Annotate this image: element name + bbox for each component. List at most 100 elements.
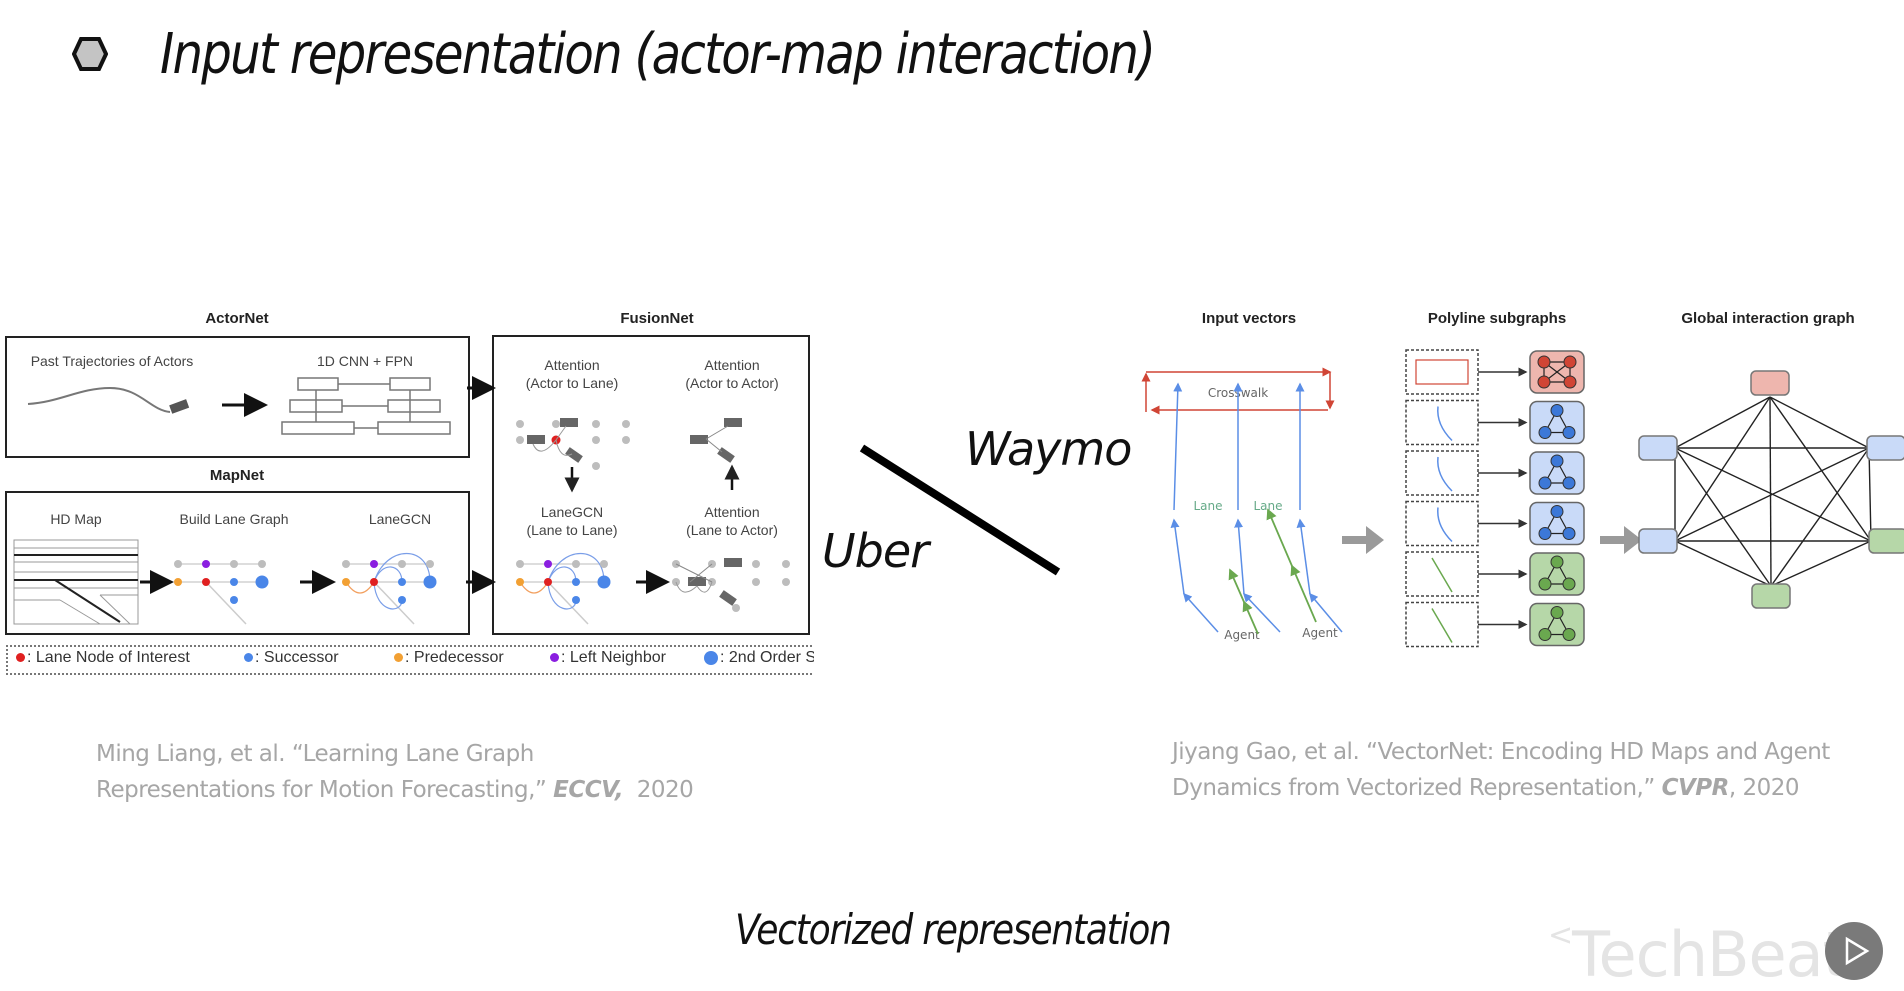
vectornet-graphics: Crosswalk Lane Lane Agent Agent — [1141, 349, 1904, 648]
subgraph-node — [1538, 577, 1552, 591]
graph-edge — [1770, 540, 1872, 587]
lanegcn-legend: : Lane Node of Interest : Successor : Pr… — [6, 645, 814, 675]
global-graph-node — [1751, 583, 1791, 609]
agent-vector — [1266, 508, 1293, 567]
polyline-subgraph-agent — [1405, 551, 1585, 597]
attention-actor-to-actor — [690, 418, 742, 463]
polyline-box — [1405, 349, 1479, 395]
subgraph-node — [1550, 454, 1564, 468]
subgraph-node — [1550, 505, 1564, 518]
legend-item-predecessor: : Predecessor — [394, 649, 504, 667]
agent-vector — [1242, 600, 1259, 635]
lane-graph — [342, 552, 437, 625]
lane-node — [622, 420, 630, 428]
lane-node — [572, 596, 580, 604]
agent-vector — [1228, 568, 1245, 603]
lane-node — [544, 578, 552, 586]
lane-vector — [1182, 592, 1219, 633]
lane-node — [516, 436, 524, 444]
mapnet-step-build-lane-graph: Build Lane Graph — [179, 511, 289, 527]
lane-node — [516, 578, 524, 586]
lane-graph — [174, 560, 269, 625]
agent-polyline — [1431, 557, 1453, 593]
polyline-subgraph-lane — [1405, 399, 1585, 446]
lane-node — [544, 560, 552, 568]
lanegcn-citation: Ming Liang, et al. “Learning Lane Graph … — [96, 741, 694, 803]
lane-node — [202, 578, 210, 586]
subgraph-node — [1562, 577, 1576, 591]
lane-node — [592, 462, 600, 470]
mapnet-step-lanegcn: LaneGCN — [368, 511, 432, 527]
lane-node — [782, 560, 790, 568]
legend-item-successor: : Successor — [244, 649, 339, 667]
legend-dot — [16, 653, 25, 663]
lane-node — [370, 560, 378, 568]
actor-box-icon — [690, 435, 708, 444]
subgraph-node — [1550, 555, 1564, 569]
lane-vector — [1234, 518, 1245, 595]
legend-dot — [244, 653, 253, 663]
actor-box-icon — [719, 590, 737, 606]
lane-node — [258, 560, 266, 568]
lane-vector — [1173, 382, 1183, 511]
fusionnet-title: FusionNet — [620, 310, 694, 327]
subgraph-node — [1538, 527, 1552, 540]
subgraph-node — [1562, 476, 1576, 490]
actor-box-icon — [688, 577, 706, 586]
lane-node — [423, 575, 437, 589]
graph-edge — [1674, 396, 1771, 542]
lane-node — [230, 560, 238, 568]
lane-node — [516, 560, 524, 568]
graph-edge — [1674, 447, 1870, 542]
lane-node — [732, 604, 740, 612]
fusion-block-lane-to-actor: Attention(Lane to Actor) — [686, 504, 778, 538]
lane-node — [398, 578, 406, 586]
graph-edge — [1674, 540, 1772, 587]
subgraph-node — [1538, 476, 1552, 490]
graph-edge — [1769, 396, 1872, 542]
big-arrow-icon — [1600, 526, 1642, 554]
lane-node — [174, 578, 182, 586]
hd-map-diagram — [13, 539, 139, 625]
lane-node — [552, 420, 560, 428]
lane-node — [600, 560, 608, 568]
legend-dot — [704, 650, 718, 665]
lane-node — [174, 560, 182, 568]
legend-dot — [394, 653, 403, 663]
lane-node — [342, 578, 350, 586]
fpn-diagram — [281, 377, 451, 435]
global-graph-node — [1638, 435, 1678, 461]
graph-edge — [1868, 447, 1872, 542]
actor-box-icon — [724, 558, 742, 567]
techbeat-watermark: <TechBeat — [1548, 918, 1847, 991]
global-graph-node — [1638, 528, 1678, 554]
actornet-title: ActorNet — [205, 310, 269, 327]
lane-label: Lane — [1193, 499, 1222, 513]
divider-slash — [859, 444, 1061, 576]
play-button[interactable] — [1825, 922, 1883, 980]
hexagon-bullet-icon — [72, 37, 108, 71]
lane-node — [597, 575, 611, 589]
legend-item-2nd-order: : 2nd Order S — [704, 649, 814, 667]
global-graph-node — [1868, 528, 1904, 554]
graph-edge — [1769, 396, 1772, 587]
lane-polyline — [1437, 456, 1453, 492]
polyline-subgraph-agent — [1405, 601, 1585, 648]
slide-caption: Vectorized representation — [735, 905, 1172, 954]
lane-node — [342, 560, 350, 568]
lane-polyline — [1437, 507, 1453, 543]
mapnet-title: MapNet — [209, 467, 265, 484]
subgraph-node — [1562, 527, 1576, 540]
polyline-box — [1405, 399, 1479, 446]
subgraph-node — [1562, 426, 1576, 439]
lane-node — [255, 575, 269, 589]
global-graph-node — [1750, 370, 1790, 396]
subgraph-node — [1550, 606, 1564, 619]
lanegcn-graphics — [13, 376, 790, 625]
polyline-subgraph-lane — [1405, 500, 1585, 547]
lane-node — [572, 560, 580, 568]
waymo-label: Waymo — [965, 422, 1132, 476]
lane-node — [426, 560, 434, 568]
actor-box-icon — [527, 435, 545, 444]
lane-node — [202, 560, 210, 568]
